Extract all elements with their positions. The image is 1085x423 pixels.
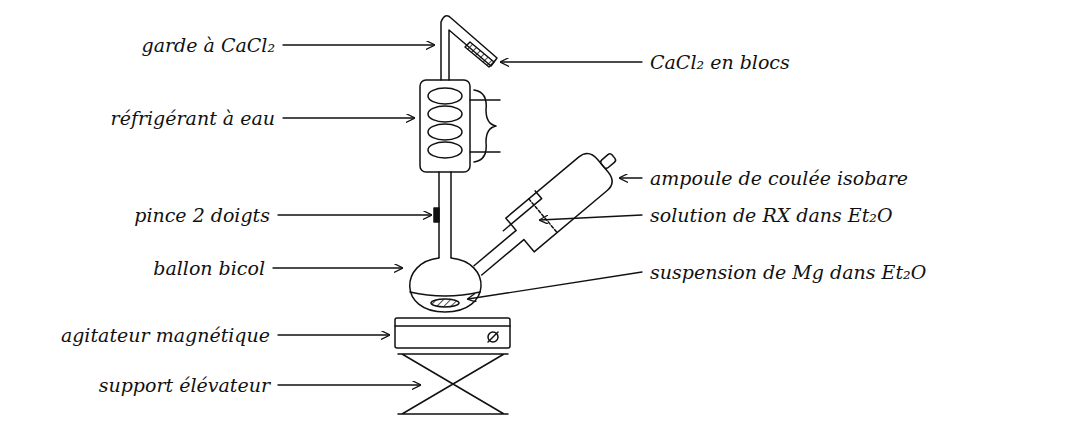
- funnel-body: [506, 149, 617, 252]
- condenser-coil: [428, 142, 462, 158]
- part-label: garde à CaCl₂: [142, 34, 275, 56]
- leader-arrow: [501, 61, 642, 62]
- stirrer-top: [395, 325, 510, 327]
- stirrer-knob: [488, 332, 498, 342]
- calcium-chloride: [465, 42, 494, 67]
- leader-arrow: [283, 44, 434, 45]
- water-bracket: [474, 90, 496, 162]
- leader-arrow: [278, 214, 431, 215]
- leader-arrow: [468, 272, 642, 299]
- guard-tube: [441, 16, 497, 80]
- condenser-coil: [428, 88, 462, 104]
- stir-bar: [431, 299, 459, 307]
- leader-arrow: [620, 177, 642, 178]
- leader-arrow: [540, 215, 642, 220]
- liquid-level: [529, 199, 557, 233]
- part-label: agitateur magnétique: [61, 324, 270, 346]
- condenser-coil: [428, 106, 462, 122]
- part-label: suspension de Mg dans Et₂O: [650, 261, 926, 283]
- clamp: [434, 208, 439, 222]
- round-flask: [410, 258, 481, 312]
- stirrer-knob: [488, 332, 498, 342]
- lab-jack: [398, 354, 508, 414]
- water-tube: [470, 100, 500, 152]
- leader-arrow: [283, 117, 414, 118]
- leader-arrow: [273, 267, 402, 268]
- leader-arrow: [278, 334, 389, 335]
- pressure-tube: [497, 191, 542, 231]
- part-label: support élévateur: [99, 374, 270, 396]
- side-neck: [474, 230, 524, 275]
- part-label: CaCl₂ en blocs: [650, 51, 790, 73]
- liquid-level: [410, 292, 480, 296]
- flask-neck: [439, 172, 451, 258]
- part-label: solution de RX dans Et₂O: [650, 204, 892, 226]
- part-label: pince 2 doigts: [134, 204, 270, 226]
- part-label: ampoule de coulée isobare: [650, 167, 908, 189]
- part-label: réfrigérant à eau: [111, 107, 275, 129]
- leader-arrow: [278, 384, 420, 385]
- magnetic-stirrer: [395, 318, 510, 348]
- condenser-coil: [428, 124, 462, 140]
- stopper: [600, 153, 617, 170]
- condenser-jacket: [420, 80, 470, 172]
- part-label: ballon bicol: [153, 257, 265, 279]
- dropping-funnel: [462, 138, 627, 287]
